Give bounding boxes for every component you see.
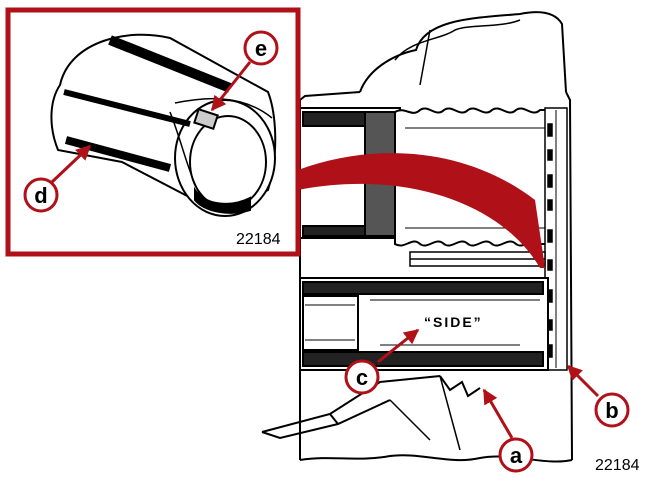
main-figure-number: 22184 (595, 457, 640, 474)
callout-b: b (594, 392, 630, 428)
callout-c: c (344, 359, 380, 395)
seal-stack (544, 107, 568, 371)
callout-arrows (50, 61, 600, 439)
arrow-b (566, 364, 600, 398)
callout-d-letter: d (34, 183, 47, 208)
arrow-c (377, 328, 420, 364)
inset-connector (298, 153, 545, 268)
callout-c-letter: c (356, 365, 368, 390)
callout-a-letter: a (510, 443, 523, 468)
bushing-illustration (50, 33, 277, 217)
arrow-d (50, 144, 92, 184)
callout-d: d (23, 177, 59, 213)
shaft (409, 251, 546, 267)
callout-a: a (498, 437, 534, 473)
arrow-e (210, 61, 252, 112)
callout-b-letter: b (605, 398, 618, 423)
side-marking-label: “SIDE” (424, 314, 483, 330)
callout-e-letter: e (255, 36, 267, 61)
inset-figure-number: 22184 (236, 231, 281, 248)
arrow-a (482, 388, 514, 439)
callout-e: e (243, 30, 279, 66)
base-plate (261, 375, 481, 451)
lower-cylinder (299, 277, 549, 371)
